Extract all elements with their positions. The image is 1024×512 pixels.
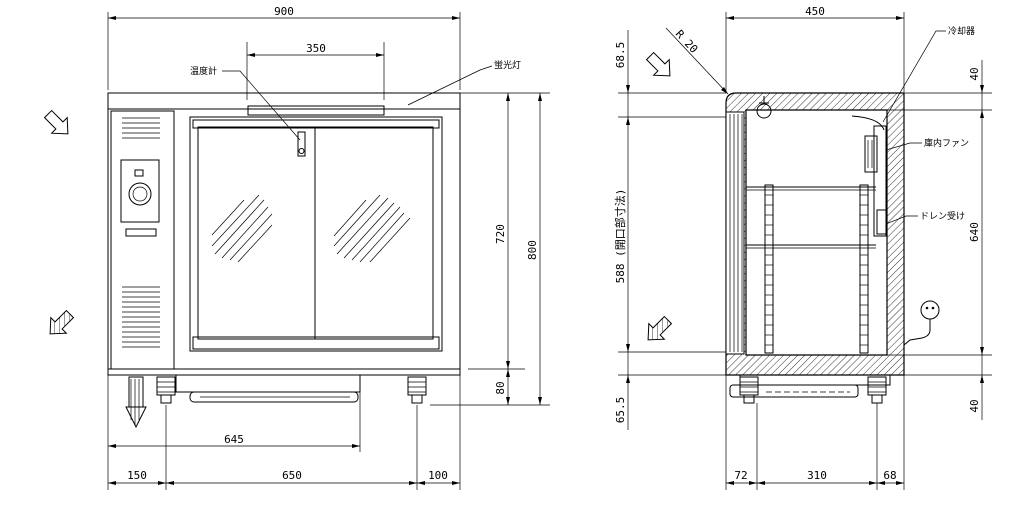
thermometer-icon [297,131,306,157]
front-view: 900 350 温度計 蛍光灯 [43,5,550,490]
power-plug-icon [903,300,940,346]
dim-label-bottom-40: 40 [968,399,981,412]
dim-label-top-40: 40 [968,67,981,80]
dim-door-width: 350 [246,42,385,100]
dim-label-720: 720 [494,224,507,244]
side-view: 450 R 20 68.5 588 (開口部寸法) 6 [613,5,992,490]
dim-label-310: 310 [807,469,827,482]
dim-label-900: 900 [274,5,294,18]
dim-overall-height: 800 [430,93,550,406]
label-fluorescent-lamp: 蛍光灯 [494,59,521,71]
drain-pipe [125,376,147,429]
control-box [120,159,160,223]
power-switch [134,169,144,177]
dim-label-72: 72 [734,469,747,482]
airflow-arrow-bottom-icon [647,315,673,341]
front-cabinet-body [107,108,461,376]
dim-bottom-chain: 150 650 100 [108,375,461,490]
side-caster-rear [867,376,887,404]
dim-drain-position: 645 [107,375,361,490]
dim-side-right: 40 640 40 [887,60,992,420]
dim-label-588: 588 (開口部寸法) [613,189,627,284]
cooler-unit [851,115,887,237]
temperature-dial [128,182,152,206]
side-interior [745,109,888,356]
glass-reflection-right [333,194,411,263]
dim-label-r20: R 20 [673,27,701,55]
dim-label-68-5: 68.5 [614,42,627,69]
side-caster-front [739,376,759,404]
dim-radius: R 20 [665,27,729,95]
lamp-housing [247,105,385,116]
label-thermometer: 温度計 [190,65,217,77]
dim-label-350: 350 [306,42,326,55]
caster-left [156,376,176,404]
panel-slot [125,228,157,237]
dim-door-height: 720 [384,92,550,370]
dim-leg-height: 80 [494,369,510,405]
sliding-door-right [314,126,434,340]
airflow-arrow-intake-icon [43,109,69,135]
glass-reflection-left [211,194,273,263]
drain-housing [175,374,361,393]
door-rail-bottom [192,336,440,350]
door-frame [189,116,443,352]
door-rail-top [192,119,440,129]
side-drain-tray [729,384,859,398]
lower-vent-louvers [122,286,160,348]
airflow-arrow-top-icon [645,51,671,77]
dim-label-65-5: 65.5 [614,397,627,424]
dim-label-150: 150 [127,469,147,482]
dim-label-68: 68 [883,469,896,482]
machine-panel [110,110,175,370]
base-plate [107,368,461,376]
dim-label-100: 100 [428,469,448,482]
caster-right [407,376,427,404]
dim-label-645: 645 [224,433,244,446]
label-cooler: 冷却器 [948,25,975,37]
dim-label-80: 80 [494,381,507,394]
dim-label-450: 450 [805,5,825,18]
sliding-door-left [197,126,316,340]
door-profile [725,111,745,355]
dim-side-left: 68.5 588 (開口部寸法) 65.5 [613,30,726,430]
shelf-rail-rear [859,184,869,354]
front-top-panel [107,92,461,110]
airflow-arrow-exhaust-icon [49,309,75,335]
upper-vent-louvers [122,117,160,139]
side-thermometer-icon [756,96,772,119]
dim-label-800: 800 [526,240,539,260]
dim-side-bottom: 72 310 68 [725,375,905,490]
dim-label-640: 640 [968,222,981,242]
dim-overall-depth: 450 [725,5,905,92]
dim-label-650: 650 [282,469,302,482]
dim-overall-width: 900 [107,5,461,90]
label-drain-pan: ドレン受け [920,210,965,222]
shelf-rail-front [764,184,774,354]
label-fan: 庫内ファン [924,137,969,149]
drain-tray [189,391,359,403]
